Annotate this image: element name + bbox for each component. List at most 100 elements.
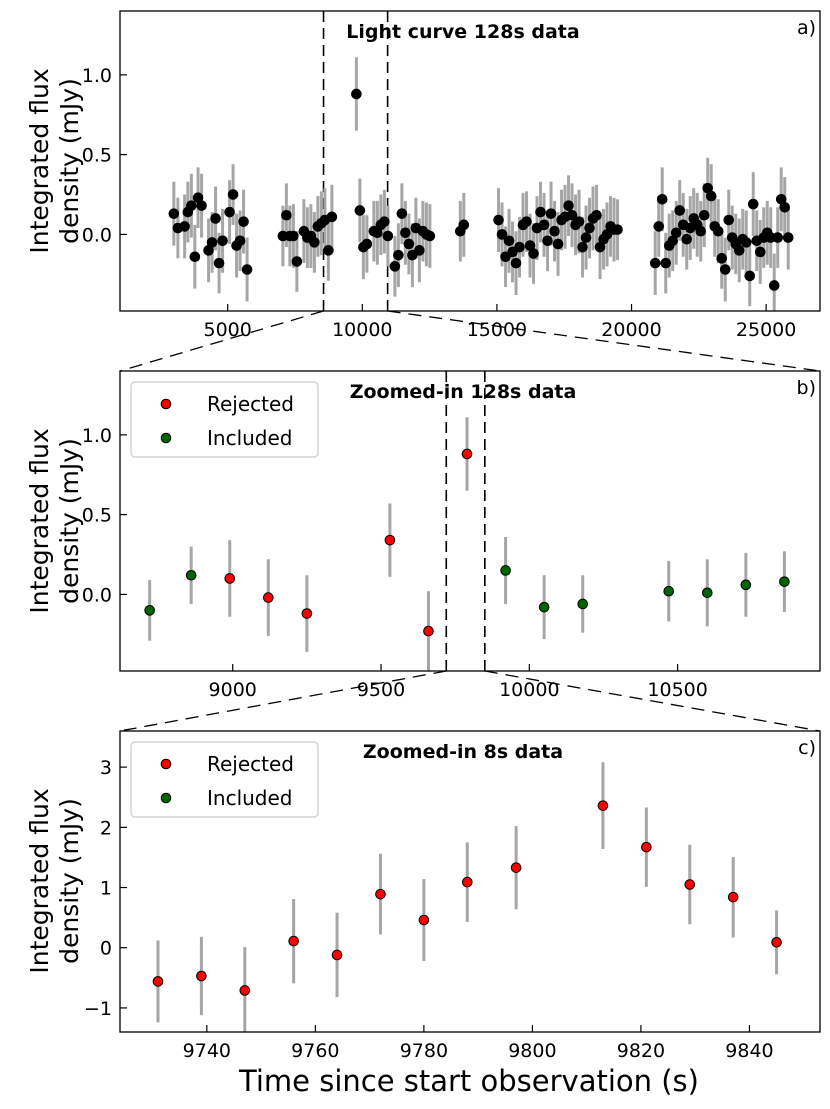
- data-point: [186, 200, 197, 211]
- y-tick-label: 3: [100, 757, 112, 779]
- panel-title: Zoomed-in 128s data: [350, 381, 577, 403]
- data-point: [144, 605, 155, 616]
- legend-label: Included: [207, 786, 293, 810]
- data-point: [701, 587, 713, 599]
- x-tick-label: 10000: [499, 679, 559, 701]
- legend-label: Rejected: [207, 752, 294, 776]
- data-point: [196, 970, 207, 982]
- data-point: [542, 235, 553, 247]
- legend-label: Included: [207, 426, 293, 450]
- data-point: [461, 448, 473, 460]
- data-point: [354, 205, 366, 216]
- data-point: [727, 891, 739, 903]
- data-point: [301, 608, 313, 619]
- data-point: [382, 230, 394, 242]
- data-point: [500, 565, 511, 576]
- data-point: [361, 238, 373, 250]
- y-axis-label-c: Integrated flux density (mJy): [25, 788, 84, 973]
- axes-frame: [119, 370, 821, 672]
- y-tick-label: 1.0: [82, 425, 112, 447]
- data-point: [331, 949, 343, 961]
- y-tick-label: 0.5: [82, 145, 112, 167]
- data-point: [649, 257, 661, 269]
- data-point: [656, 193, 668, 205]
- data-point: [563, 200, 574, 211]
- legend-box: [130, 381, 319, 458]
- data-point: [238, 216, 249, 227]
- data-point: [577, 598, 589, 610]
- y-axis-label-line1: Integrated flux: [25, 68, 54, 253]
- data-point: [152, 976, 164, 987]
- data-point: [393, 249, 404, 261]
- data-point: [418, 914, 430, 926]
- data-point: [510, 862, 522, 873]
- data-point: [503, 235, 515, 247]
- data-point: [281, 209, 292, 221]
- y-tick-label: 0.0: [82, 224, 112, 246]
- data-point: [782, 232, 794, 243]
- data-point: [291, 256, 303, 267]
- data-point: [723, 214, 735, 226]
- data-point: [414, 245, 425, 256]
- data-point: [351, 88, 362, 100]
- data-point: [744, 270, 756, 282]
- y-tick-label: −1: [84, 998, 112, 1020]
- y-axis-label-a: Integrated flux density (mJy): [25, 68, 84, 253]
- x-tick-label: 10500: [647, 679, 707, 701]
- axes-frame: [119, 10, 821, 312]
- data-point: [719, 264, 731, 275]
- data-point: [379, 216, 390, 227]
- x-tick-label: 20000: [601, 319, 661, 341]
- data-point: [754, 246, 766, 258]
- panel-label: b): [797, 377, 816, 399]
- legend-marker: [160, 758, 172, 770]
- data-point: [733, 245, 745, 256]
- zoom-connector-line: [119, 310, 324, 372]
- panel-title: Light curve 128s data: [346, 21, 579, 43]
- zoom-connectors: [119, 310, 821, 732]
- data-point: [573, 216, 585, 227]
- data-point: [224, 573, 236, 584]
- data-point: [566, 209, 578, 221]
- data-point: [577, 241, 588, 253]
- data-point: [705, 190, 717, 202]
- data-point: [496, 229, 508, 240]
- data-point: [653, 221, 665, 232]
- x-axis-label: Time since start observation (s): [238, 1064, 699, 1098]
- data-point: [535, 206, 546, 218]
- data-point: [597, 800, 609, 811]
- data-point: [309, 237, 320, 248]
- data-point: [660, 257, 672, 269]
- x-tick-label: 9780: [400, 1040, 448, 1062]
- y-tick-label: 1.0: [82, 65, 112, 87]
- x-tick-label: 9820: [617, 1040, 665, 1062]
- data-point: [227, 189, 239, 200]
- y-tick-label: 2: [100, 817, 112, 839]
- data-point: [538, 601, 550, 613]
- x-tick-label: 9740: [183, 1040, 231, 1062]
- zoom-connector-line: [119, 670, 447, 732]
- data-point: [400, 227, 411, 239]
- axes-frame: [119, 730, 821, 1033]
- data-point: [772, 232, 784, 243]
- y-axis-label-line2: density (mJy): [55, 78, 84, 244]
- data-point: [375, 888, 386, 900]
- y-axis-label-b: Integrated flux density (mJy): [25, 428, 84, 613]
- x-tick-label: 9840: [725, 1040, 773, 1062]
- data-point: [288, 230, 299, 242]
- y-tick-label: 0.0: [82, 584, 112, 606]
- data-point: [698, 209, 710, 221]
- data-point: [389, 261, 401, 272]
- data-point: [224, 206, 235, 218]
- x-tick-label: 15000: [467, 319, 527, 341]
- data-point: [384, 534, 396, 546]
- data-point: [179, 221, 190, 232]
- data-point: [779, 576, 790, 587]
- x-tick-label: 9760: [291, 1040, 339, 1062]
- data-point: [681, 233, 693, 245]
- plot-area: [144, 371, 790, 671]
- y-tick-label: 1: [100, 878, 112, 900]
- data-point: [584, 222, 595, 234]
